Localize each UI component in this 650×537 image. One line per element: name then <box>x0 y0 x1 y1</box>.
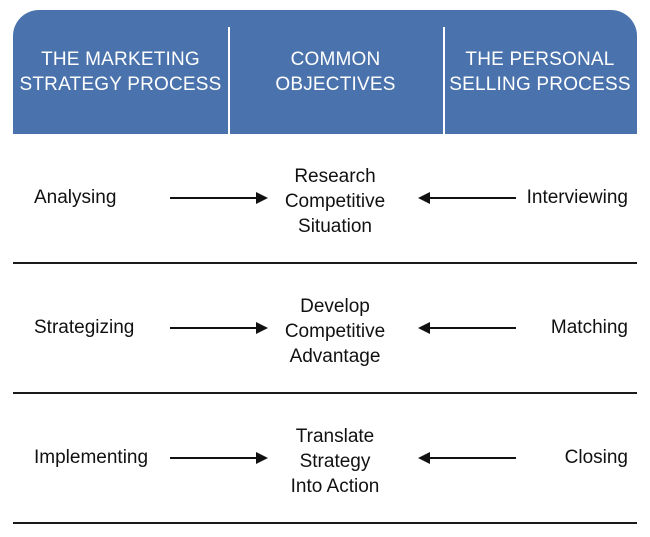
row-divider <box>13 262 637 264</box>
header-common-objectives: COMMON OBJECTIVES <box>228 10 443 134</box>
marketing-step: Implementing <box>34 447 149 468</box>
header-divider-2 <box>443 27 445 144</box>
objective-text: Translate Strategy Into Action <box>290 425 380 497</box>
arrow-right-icon <box>170 452 268 464</box>
common-objective: Develop Competitive Advantage <box>245 264 425 398</box>
selling-step: Interviewing <box>526 187 628 208</box>
arrow-left-icon <box>418 452 516 464</box>
header-personal-selling-process: THE PERSONAL SELLING PROCESS <box>443 10 637 134</box>
header-divider-1 <box>228 27 230 144</box>
row-divider <box>13 522 637 524</box>
common-objective: Research Competitive Situation <box>245 134 425 268</box>
table-row: Strategizing Develop Competitive Advanta… <box>13 264 637 394</box>
common-objective: Translate Strategy Into Action <box>245 394 425 528</box>
header-col1-label: THE MARKETING STRATEGY PROCESS <box>19 49 222 95</box>
objective-text: Develop Competitive Advantage <box>284 295 386 367</box>
header-marketing-strategy-process: THE MARKETING STRATEGY PROCESS <box>13 10 228 134</box>
arrow-left-icon <box>418 322 516 334</box>
objective-text: Research Competitive Situation <box>284 165 386 237</box>
table-header: THE MARKETING STRATEGY PROCESS COMMON OB… <box>13 10 637 144</box>
header-col3-label: THE PERSONAL SELLING PROCESS <box>449 49 631 95</box>
header-col2-label: COMMON OBJECTIVES <box>275 49 396 95</box>
selling-step: Closing <box>564 447 628 468</box>
arrow-right-icon <box>170 322 268 334</box>
arrow-left-icon <box>418 192 516 204</box>
arrow-right-icon <box>170 192 268 204</box>
table-row: Implementing Translate Strategy Into Act… <box>13 394 637 524</box>
row-divider <box>13 392 637 394</box>
table-row: Analysing Research Competitive Situation… <box>13 134 637 264</box>
marketing-step: Analysing <box>34 187 117 208</box>
selling-step: Matching <box>550 317 628 338</box>
marketing-step: Strategizing <box>34 317 135 338</box>
